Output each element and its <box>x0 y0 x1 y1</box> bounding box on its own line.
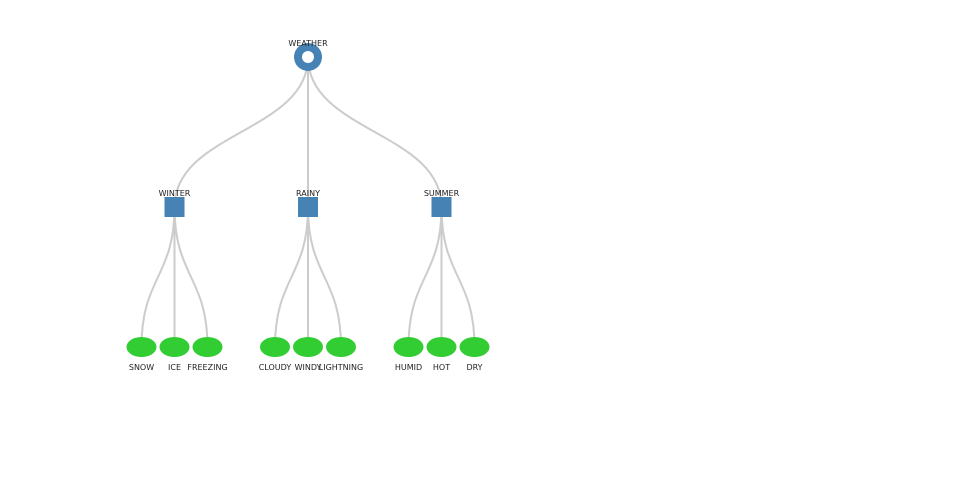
node-rainy[interactable]: RAINY <box>296 189 320 217</box>
node-label-winter: WINTER <box>159 189 191 198</box>
leaf-ellipse <box>260 337 290 357</box>
link-winter-snow <box>140 206 176 348</box>
link-weather-winter <box>173 56 309 208</box>
node-label-dry: DRY <box>466 363 482 372</box>
node-label-weather: WEATHER <box>288 39 328 48</box>
node-cloudy[interactable]: CLOUDY <box>259 337 292 372</box>
link-winter-freezing <box>173 206 209 348</box>
link-weather-summer <box>307 56 443 208</box>
leaf-ellipse <box>293 337 323 357</box>
category-square <box>431 197 452 217</box>
link-summer-humid <box>407 206 443 348</box>
node-label-lightning: LIGHTNING <box>319 363 363 372</box>
leaf-ellipse <box>126 337 157 357</box>
node-label-cloudy: CLOUDY <box>259 363 292 372</box>
link-rainy-lightning <box>307 206 342 348</box>
node-windy[interactable]: WINDY <box>293 337 323 372</box>
link-rainy-cloudy <box>274 206 309 348</box>
node-ice[interactable]: ICE <box>159 337 190 372</box>
leaf-ellipse <box>426 337 457 357</box>
leaf-ellipse <box>192 337 223 357</box>
link-summer-dry <box>440 206 476 348</box>
node-dry[interactable]: DRY <box>459 337 490 372</box>
leaf-ellipse <box>326 337 356 357</box>
category-square <box>164 197 185 217</box>
node-freezing[interactable]: FREEZING <box>187 337 228 372</box>
category-square <box>298 197 318 217</box>
tree-links <box>140 56 476 348</box>
node-label-ice: ICE <box>168 363 181 372</box>
node-label-snow: SNOW <box>129 363 154 372</box>
node-label-rainy: RAINY <box>296 189 320 198</box>
node-lightning[interactable]: LIGHTNING <box>319 337 363 372</box>
node-winter[interactable]: WINTER <box>159 189 191 217</box>
node-weather[interactable]: WEATHER <box>288 39 328 71</box>
leaf-ellipse <box>159 337 190 357</box>
node-label-summer: SUMMER <box>424 189 460 198</box>
node-label-humid: HUMID <box>395 363 422 372</box>
leaf-ellipse <box>393 337 424 357</box>
node-humid[interactable]: HUMID <box>393 337 424 372</box>
root-ring-hole <box>302 51 314 63</box>
node-snow[interactable]: SNOW <box>126 337 157 372</box>
node-label-windy: WINDY <box>295 363 322 372</box>
node-label-freezing: FREEZING <box>187 363 227 372</box>
node-label-hot: HOT <box>433 363 450 372</box>
node-summer[interactable]: SUMMER <box>424 189 460 217</box>
leaf-ellipse <box>459 337 490 357</box>
node-hot[interactable]: HOT <box>426 337 457 372</box>
